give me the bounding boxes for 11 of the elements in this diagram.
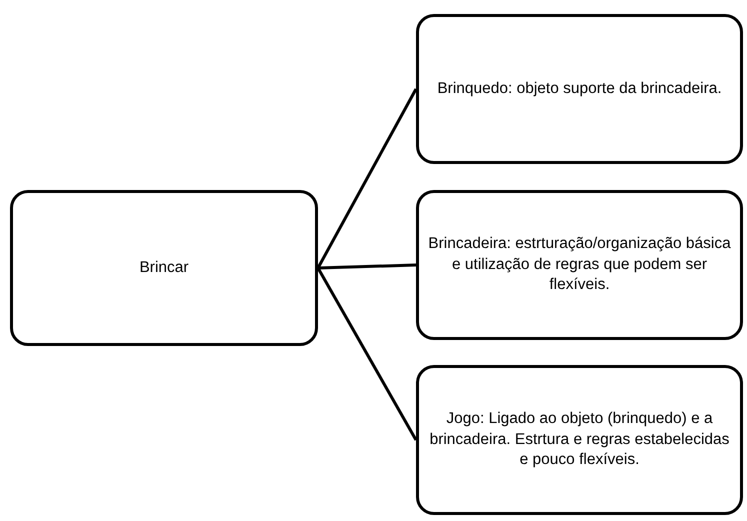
rounded-box: [10, 190, 318, 346]
box-text: Brincar: [139, 258, 189, 278]
rounded-box: [416, 365, 743, 515]
rounded-box: [416, 190, 743, 340]
connector-line: [316, 267, 418, 441]
box-text: Jogo: Ligado ao objeto (brinquedo) e a brincadeira. Estrtura e regras estabelecidas e pouco flexíveis.: [428, 408, 730, 470]
box-text: Brinquedo: objeto suporte da brincadeira.: [437, 78, 722, 99]
connector-line: [316, 88, 418, 269]
box-text: Brincadeira: estrturação/organização básica e utilização de regras que podem ser flexíveis.: [427, 234, 732, 296]
rounded-box: [416, 14, 743, 164]
connector-line: [318, 264, 416, 270]
